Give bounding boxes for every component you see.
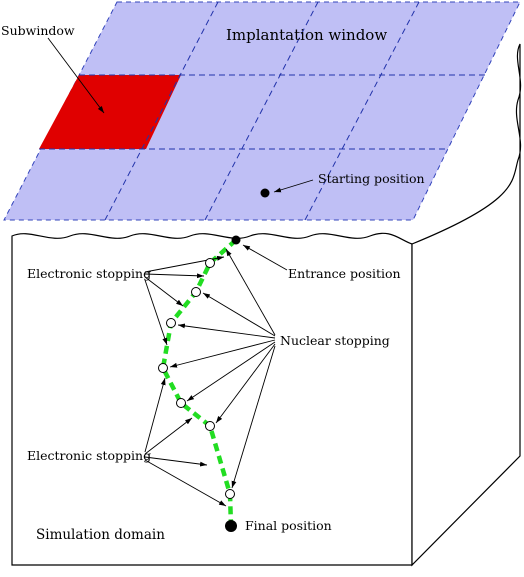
simulation-domain-label: Simulation domain (36, 527, 165, 543)
collision-point (205, 258, 215, 268)
subwindow-label: Subwindow (1, 23, 75, 38)
front-face (11, 232, 413, 566)
starting-position-label: Starting position (318, 171, 425, 186)
collision-points (158, 258, 235, 499)
collision-point (205, 421, 215, 431)
collision-point (191, 287, 201, 297)
final-position-label: Final position (245, 518, 332, 533)
window-grid (39, 1, 485, 221)
implantation-window (3, 1, 521, 221)
implantation-window-label: Implantation window (226, 26, 387, 44)
collision-point (158, 363, 168, 373)
subwindow-cell (39, 75, 181, 149)
collision-point (176, 398, 186, 408)
starting-position-dot (260, 188, 270, 198)
electronic-stopping-bottom-arrows (144, 377, 227, 507)
final-position-dot (225, 520, 237, 532)
ion-trajectory (160, 238, 238, 527)
entrance-position-label: Entrance position (288, 266, 401, 281)
nuclear-stopping-label: Nuclear stopping (280, 333, 390, 348)
ion-path-line (160, 238, 238, 527)
pointer-arrows (47, 37, 314, 271)
electronic-stopping-bottom-label: Electronic stopping (27, 448, 151, 463)
entrance-position-dot (231, 235, 241, 245)
collision-point (166, 318, 176, 328)
nuclear-stopping-arrows (169, 248, 276, 489)
simulation-domain-box (11, 43, 522, 567)
side-face (411, 43, 522, 567)
electronic-stopping-top-label: Electronic stopping (27, 266, 151, 281)
collision-point (225, 489, 235, 499)
